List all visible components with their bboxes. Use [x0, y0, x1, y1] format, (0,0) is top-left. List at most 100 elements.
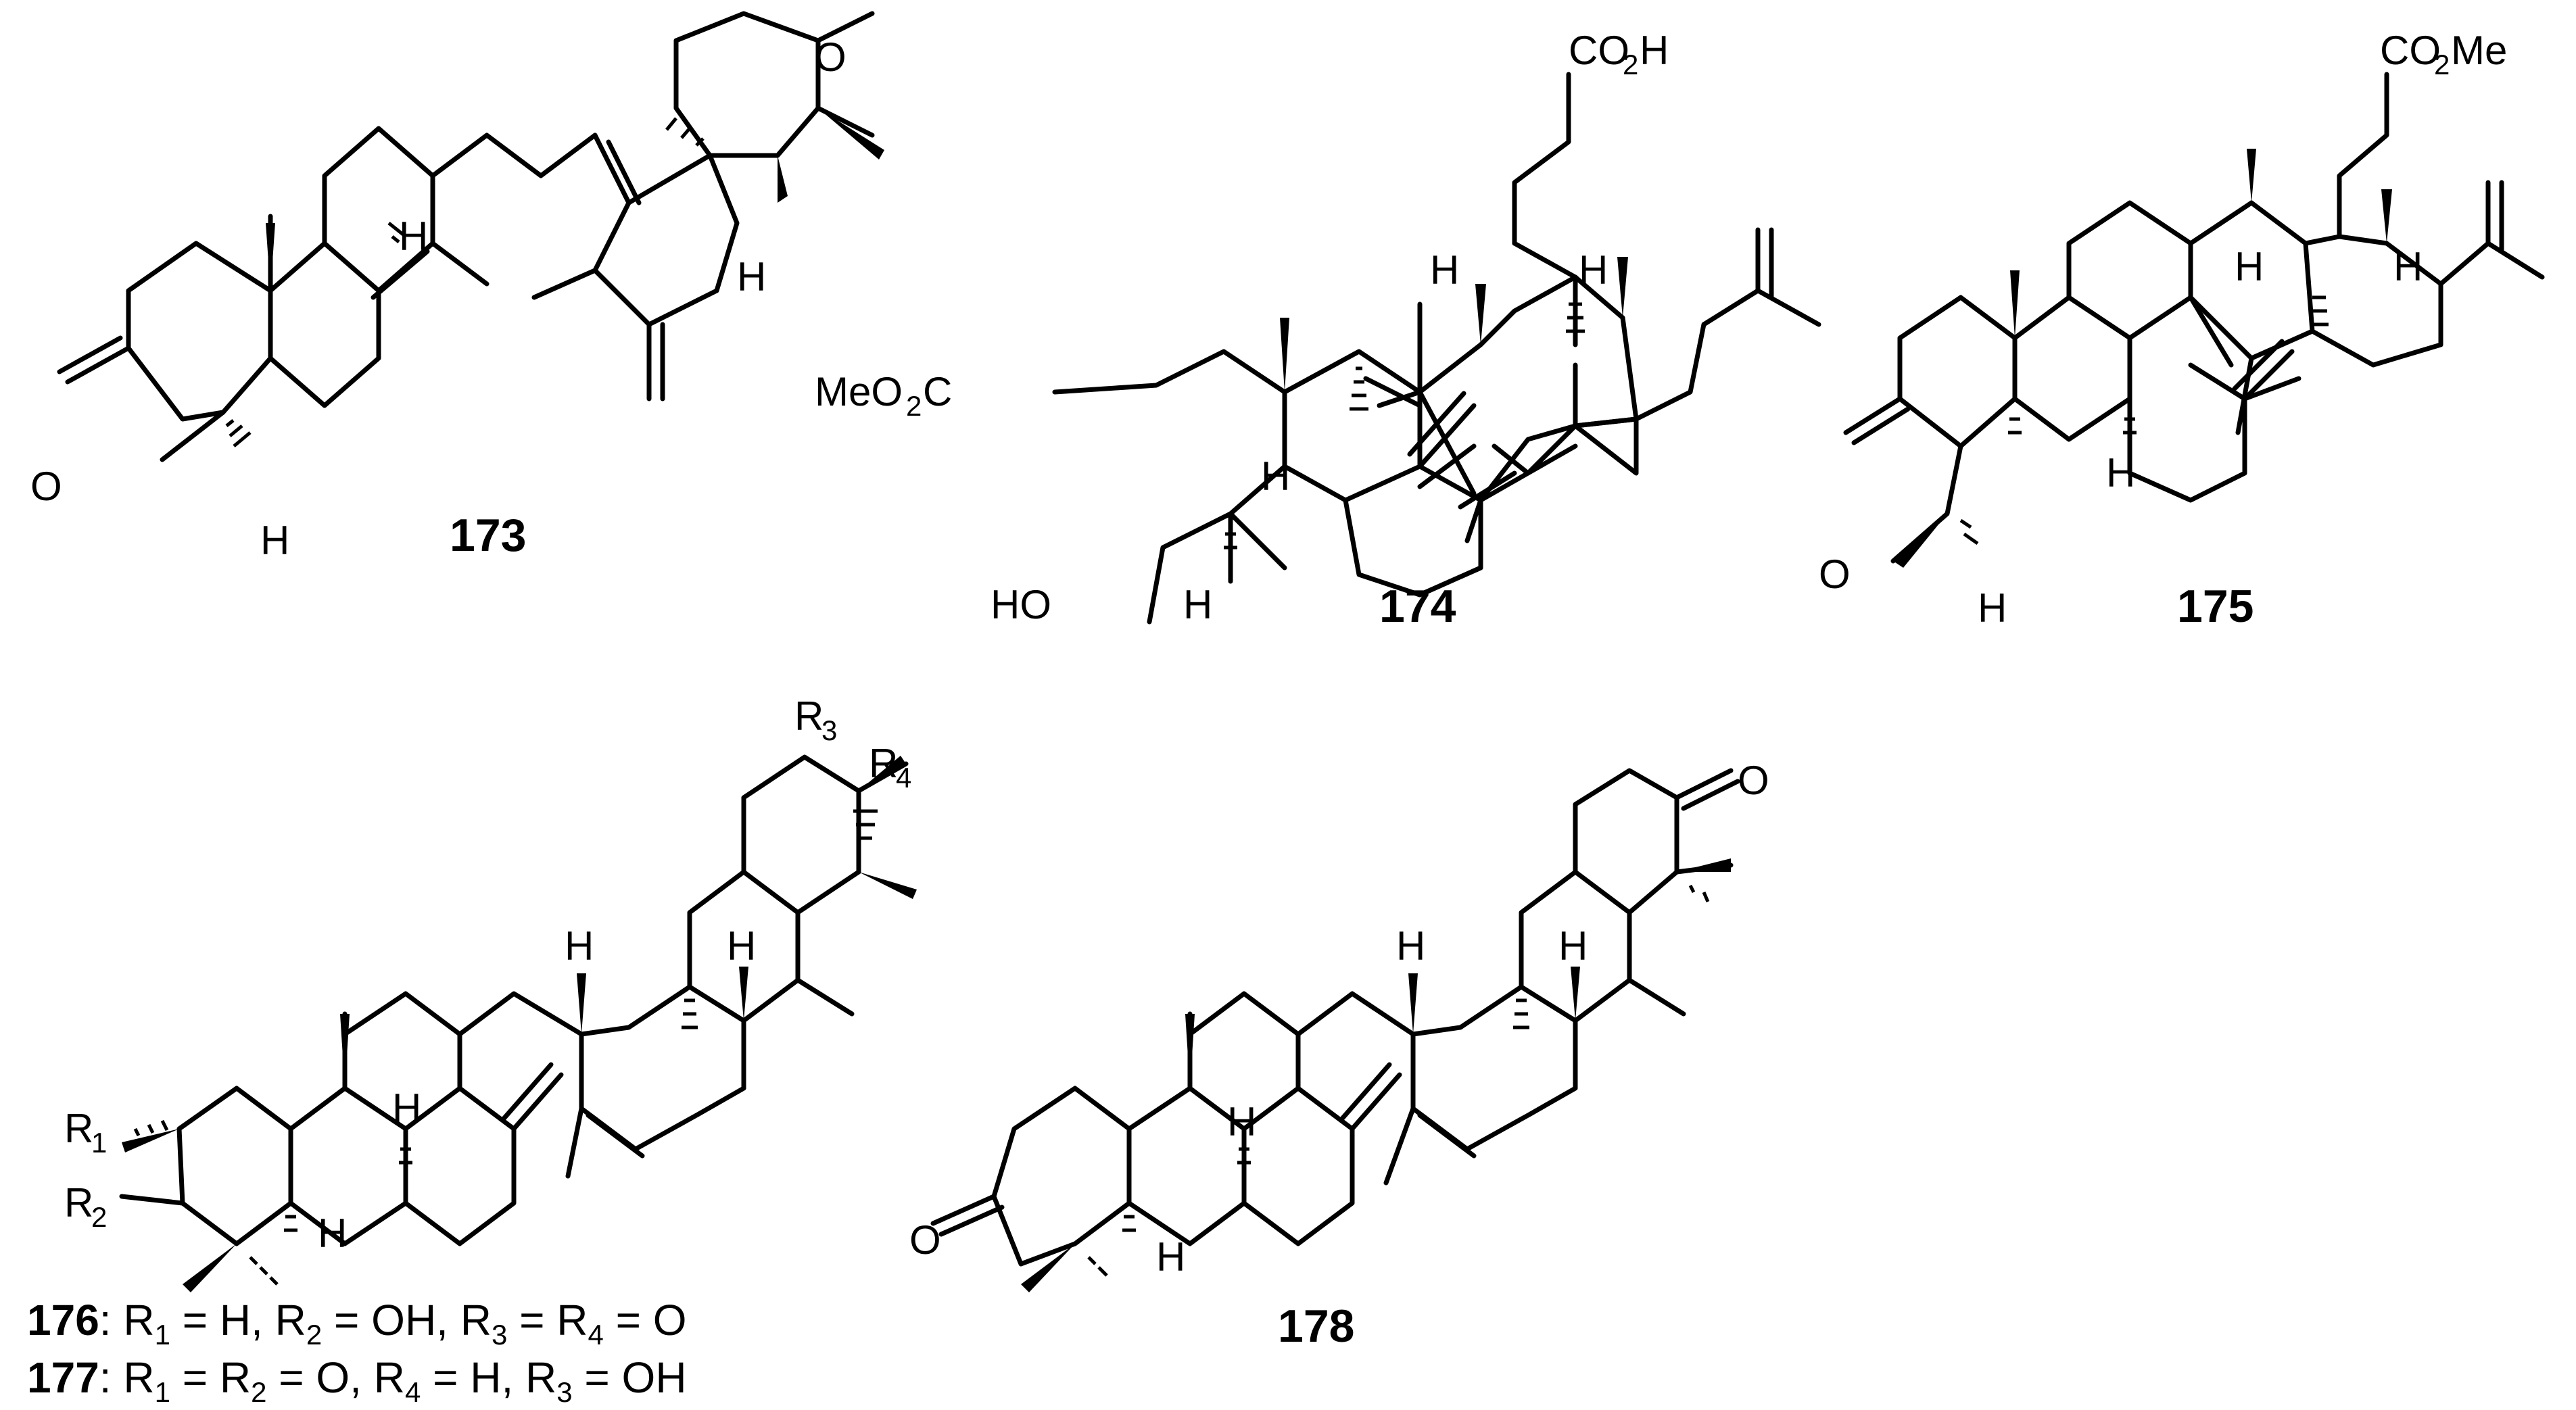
atom-label: 3 [821, 714, 837, 746]
caption-text: = OH, R [322, 1296, 492, 1344]
atom-label: C [923, 369, 952, 414]
atom-label: R [869, 741, 898, 786]
compound-178-atoms: O O H H H H [909, 758, 1769, 1280]
stereo-wedge [1893, 514, 1947, 568]
atom-label: H [1261, 454, 1290, 499]
stereo-hash [1087, 884, 1710, 1277]
compound-175: CO 2 Me O H H H H 175 [1819, 28, 2545, 632]
caption-subscript: 3 [492, 1319, 507, 1351]
atom-label: O [1738, 758, 1769, 803]
stereo-wedge [1571, 967, 1580, 1021]
stereo-wedge [1021, 1244, 1075, 1292]
atom-label: R [64, 1180, 93, 1225]
atom-label: 2 [906, 390, 922, 422]
stereo-wedge [2247, 149, 2256, 203]
atom-label: 2 [2434, 49, 2450, 80]
caption-177: 177: R1 = R2 = O, R4 = H, R3 = OH [27, 1353, 687, 1408]
caption-text: : R [99, 1296, 155, 1344]
stereo-wedge [1475, 284, 1486, 345]
stereo-wedge [1617, 257, 1628, 318]
caption-text: = H, R [170, 1296, 306, 1344]
stereo-wedge [1185, 1014, 1195, 1088]
compound-174-skeleton [1052, 72, 1821, 625]
stereo-wedge [1677, 858, 1731, 872]
atom-label: H [1156, 1234, 1185, 1280]
caption-subscript: 1 [155, 1319, 170, 1351]
stereo-wedge [2381, 189, 2392, 243]
atom-label: H [2106, 450, 2135, 495]
compound-178-exo-methylene [1339, 1062, 1402, 1132]
atom-label: R [64, 1106, 93, 1151]
atom-label: H [1579, 247, 1608, 293]
caption-text: = R [170, 1353, 251, 1402]
atom-label: MeO [815, 369, 903, 414]
caption-subscript: 3 [556, 1376, 572, 1408]
caption-subscript: 4 [588, 1319, 603, 1351]
compound-label-178: 178 [1278, 1300, 1354, 1352]
atom-label: H [1558, 923, 1588, 969]
stereo-wedge [778, 155, 788, 203]
atom-label: H [565, 923, 594, 969]
stereo-hash [225, 117, 705, 447]
atom-label: O [30, 464, 62, 509]
compound-173-atoms: O H H H O [30, 34, 846, 563]
compound-174-atoms: CO 2 H MeO 2 C HO H H H H [815, 28, 1669, 627]
atom-label: H [1640, 28, 1669, 73]
atom-label: H [727, 923, 756, 969]
atom-label: H [1430, 247, 1459, 293]
compound-label-173: 173 [450, 510, 526, 561]
atom-label: CO [2380, 28, 2441, 73]
stereo-wedge [266, 223, 275, 291]
stereo-wedge [122, 1129, 179, 1152]
caption-subscript: 4 [405, 1376, 421, 1408]
captions: 176: R1 = H, R2 = OH, R3 = R4 = O 177: R… [27, 1296, 687, 1408]
atom-label: 1 [91, 1127, 107, 1159]
compound-174: CO 2 H MeO 2 C HO H H H H 174 [815, 28, 1821, 632]
stereo-wedge [577, 973, 586, 1034]
caption-176: 176: R1 = H, R2 = OH, R3 = R4 = O [27, 1296, 687, 1351]
atom-label: CO [1569, 28, 1629, 73]
atom-label: H [2235, 244, 2264, 289]
compound-176-177: R 3 R 4 R 1 R 2 H H H H [64, 694, 917, 1292]
caption-subscript: 2 [306, 1319, 322, 1351]
stereo-hash [1959, 295, 2329, 545]
stereo-wedge [2010, 270, 2020, 338]
compound-175-exo-methylene [2232, 339, 2295, 402]
atom-label: H [737, 254, 766, 299]
atom-label: H [399, 214, 428, 259]
caption-subscript: 2 [251, 1376, 266, 1408]
caption-text: = O [604, 1296, 687, 1344]
stereo-wedge [1280, 318, 1289, 392]
stereo-wedge [183, 1244, 237, 1292]
compound-176-177-skeleton [119, 754, 909, 1246]
atom-label: H [1183, 582, 1212, 627]
stereo-wedge [340, 1014, 350, 1088]
atom-label: H [318, 1211, 347, 1256]
atom-label: R [794, 694, 824, 739]
atom-label: H [1227, 1099, 1256, 1144]
caption-text: = OH [573, 1353, 687, 1402]
stereo-wedge [859, 872, 917, 899]
compound-173: O H H H O 173 [30, 11, 884, 563]
caption-text: : R [99, 1353, 155, 1402]
atom-label: H [260, 518, 289, 563]
atom-label: Me [2451, 28, 2507, 73]
caption-text: = O, R [266, 1353, 405, 1402]
compound-176-177-exo-methylene [501, 1062, 564, 1132]
atom-label: H [1396, 923, 1425, 969]
atom-label: H [392, 1086, 421, 1131]
stereo-wedge [859, 756, 906, 791]
compound-label-174: 174 [1379, 581, 1456, 632]
atom-label: 2 [1623, 49, 1638, 80]
compound-178: O O H H H H 178 [909, 758, 1769, 1352]
compound-174-exo-methylene [1407, 391, 1477, 469]
stereo-hash [1224, 302, 1585, 550]
caption-text: = R [507, 1296, 588, 1344]
compound-178-skeleton [930, 768, 1740, 1267]
atom-label: O [1819, 552, 1851, 597]
atom-label: HO [991, 582, 1051, 627]
atom-label: H [2393, 244, 2423, 289]
caption-number: 176 [27, 1296, 99, 1344]
stereo-wedge [1408, 973, 1418, 1034]
